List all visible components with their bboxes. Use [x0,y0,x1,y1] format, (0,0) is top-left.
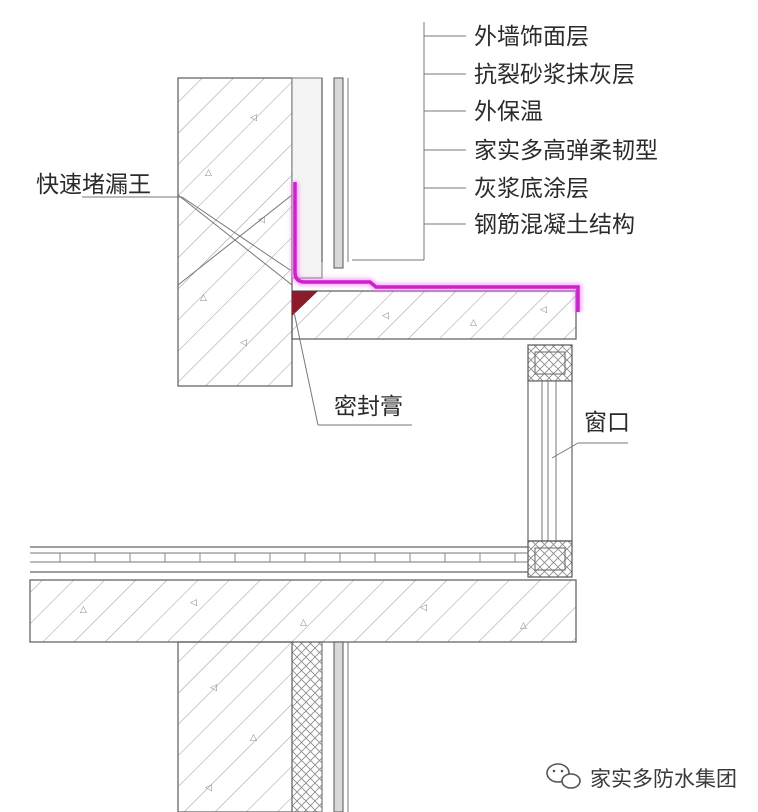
svg-text:◁: ◁ [240,338,247,348]
label-sealant: 密封膏 [334,394,403,420]
label-base-coat: 灰浆底涂层 [474,176,589,202]
window-frame [527,344,573,578]
floor-finish-layers [30,546,528,573]
upper-concrete-wall: ◁ △ ◁ △ ◁ [177,77,293,387]
svg-text:◁: ◁ [258,215,265,225]
svg-text:△: △ [300,618,307,628]
lower-wall-layers [291,641,349,812]
label-window: 窗口 [584,410,630,436]
wechat-icon [546,763,581,789]
label-plug: 快速堵漏王 [36,172,151,198]
waterproof-membrane [291,182,582,312]
svg-text:△: △ [470,318,477,328]
sealant-fill [292,291,318,316]
svg-text:△: △ [205,168,212,178]
svg-text:△: △ [200,293,207,303]
svg-text:△: △ [520,621,527,631]
upper-wall-layers [291,77,349,279]
svg-text:△: △ [80,605,87,615]
svg-text:◁: ◁ [190,598,197,608]
label-anticrack-mortar: 抗裂砂浆抹灰层 [474,62,635,88]
lower-concrete-wall: ◁ △ ◁ [177,641,293,812]
label-rc-structure: 钢筋混凝土结构 [474,212,635,238]
watermark: 家实多防水集团 [546,763,737,791]
svg-text:◁: ◁ [382,311,389,321]
label-facade-finish: 外墙饰面层 [474,24,589,50]
watermark-text: 家实多防水集团 [590,767,737,791]
svg-text:◁: ◁ [250,113,257,123]
svg-text:◁: ◁ [210,683,217,693]
svg-text:◁: ◁ [540,305,547,315]
svg-text:△: △ [250,733,257,743]
window-head-lintel: ◁ △ ◁ [291,290,577,340]
label-flexible-membrane: 家实多高弹柔韧型 [474,138,658,164]
svg-text:◁: ◁ [205,783,212,793]
floor-slab: △ ◁ △ ◁ △ [29,579,577,643]
label-external-insulation: 外保温 [474,99,543,125]
leader-lines [82,22,628,459]
svg-text:◁: ◁ [420,603,427,613]
